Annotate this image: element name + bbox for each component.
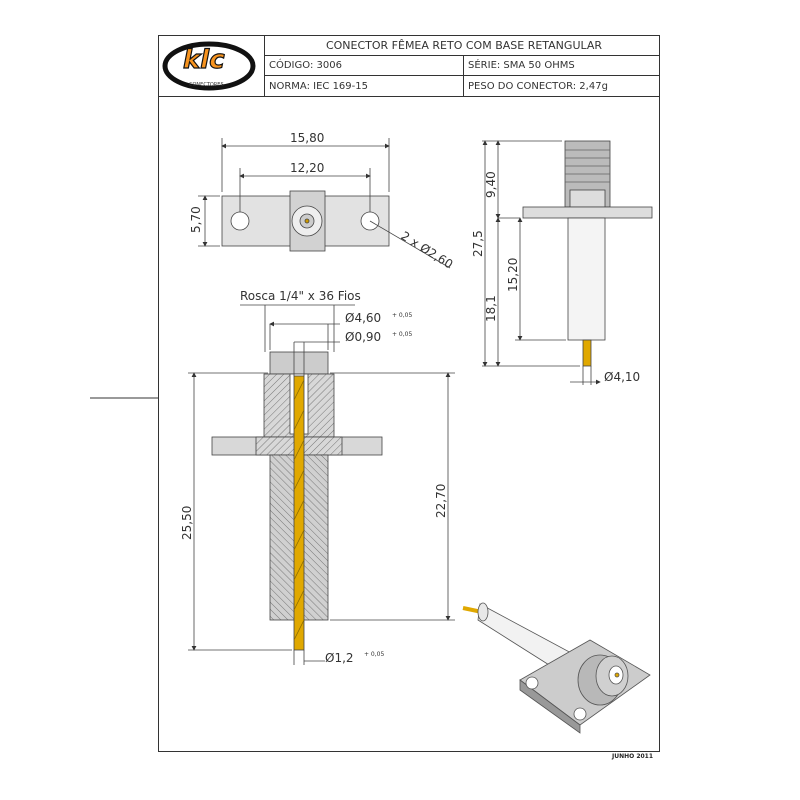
side-view (482, 140, 653, 385)
dim-hole-dia: 2 x Ø2,60 (398, 229, 455, 272)
dim-dia1: Ø4,60 (345, 311, 381, 325)
dim-body-len: 15,20 (506, 258, 520, 292)
peso: PESO DO CONECTOR: 2,47g (463, 75, 660, 97)
dim-thread-len: 9,40 (484, 171, 498, 198)
dim-pin-dia: Ø4,10 (604, 370, 640, 384)
dim-hole-spacing: 12,20 (290, 161, 324, 175)
dim-section-pin-tol: + 0,05 (364, 651, 384, 658)
dim-total-len: 27,5 (471, 230, 485, 257)
klc-logo: klc CONECTORES (158, 35, 265, 97)
section-view (188, 304, 455, 665)
thread-label: Rosca 1/4" x 36 Fios (240, 289, 361, 303)
dim-dia2: Ø0,90 (345, 330, 381, 344)
dim-below-flange: 18,1 (484, 295, 498, 322)
top-view (198, 138, 451, 269)
isometric-view (462, 602, 651, 734)
dim-dia1-tol: + 0,05 (392, 312, 412, 319)
dim-height: 5,70 (189, 206, 203, 233)
dim-dia2-tol: + 0,05 (392, 331, 412, 338)
dim-section-total: 25,50 (180, 506, 194, 540)
dim-section-body: 22,70 (434, 484, 448, 518)
logo-subtext: CONECTORES (189, 82, 224, 88)
logo-text: klc (183, 45, 225, 75)
drawing-date: JUNHO 2011 (612, 753, 654, 760)
dim-width-overall: 15,80 (290, 131, 324, 145)
dim-section-pin: Ø1,2 (325, 651, 354, 665)
